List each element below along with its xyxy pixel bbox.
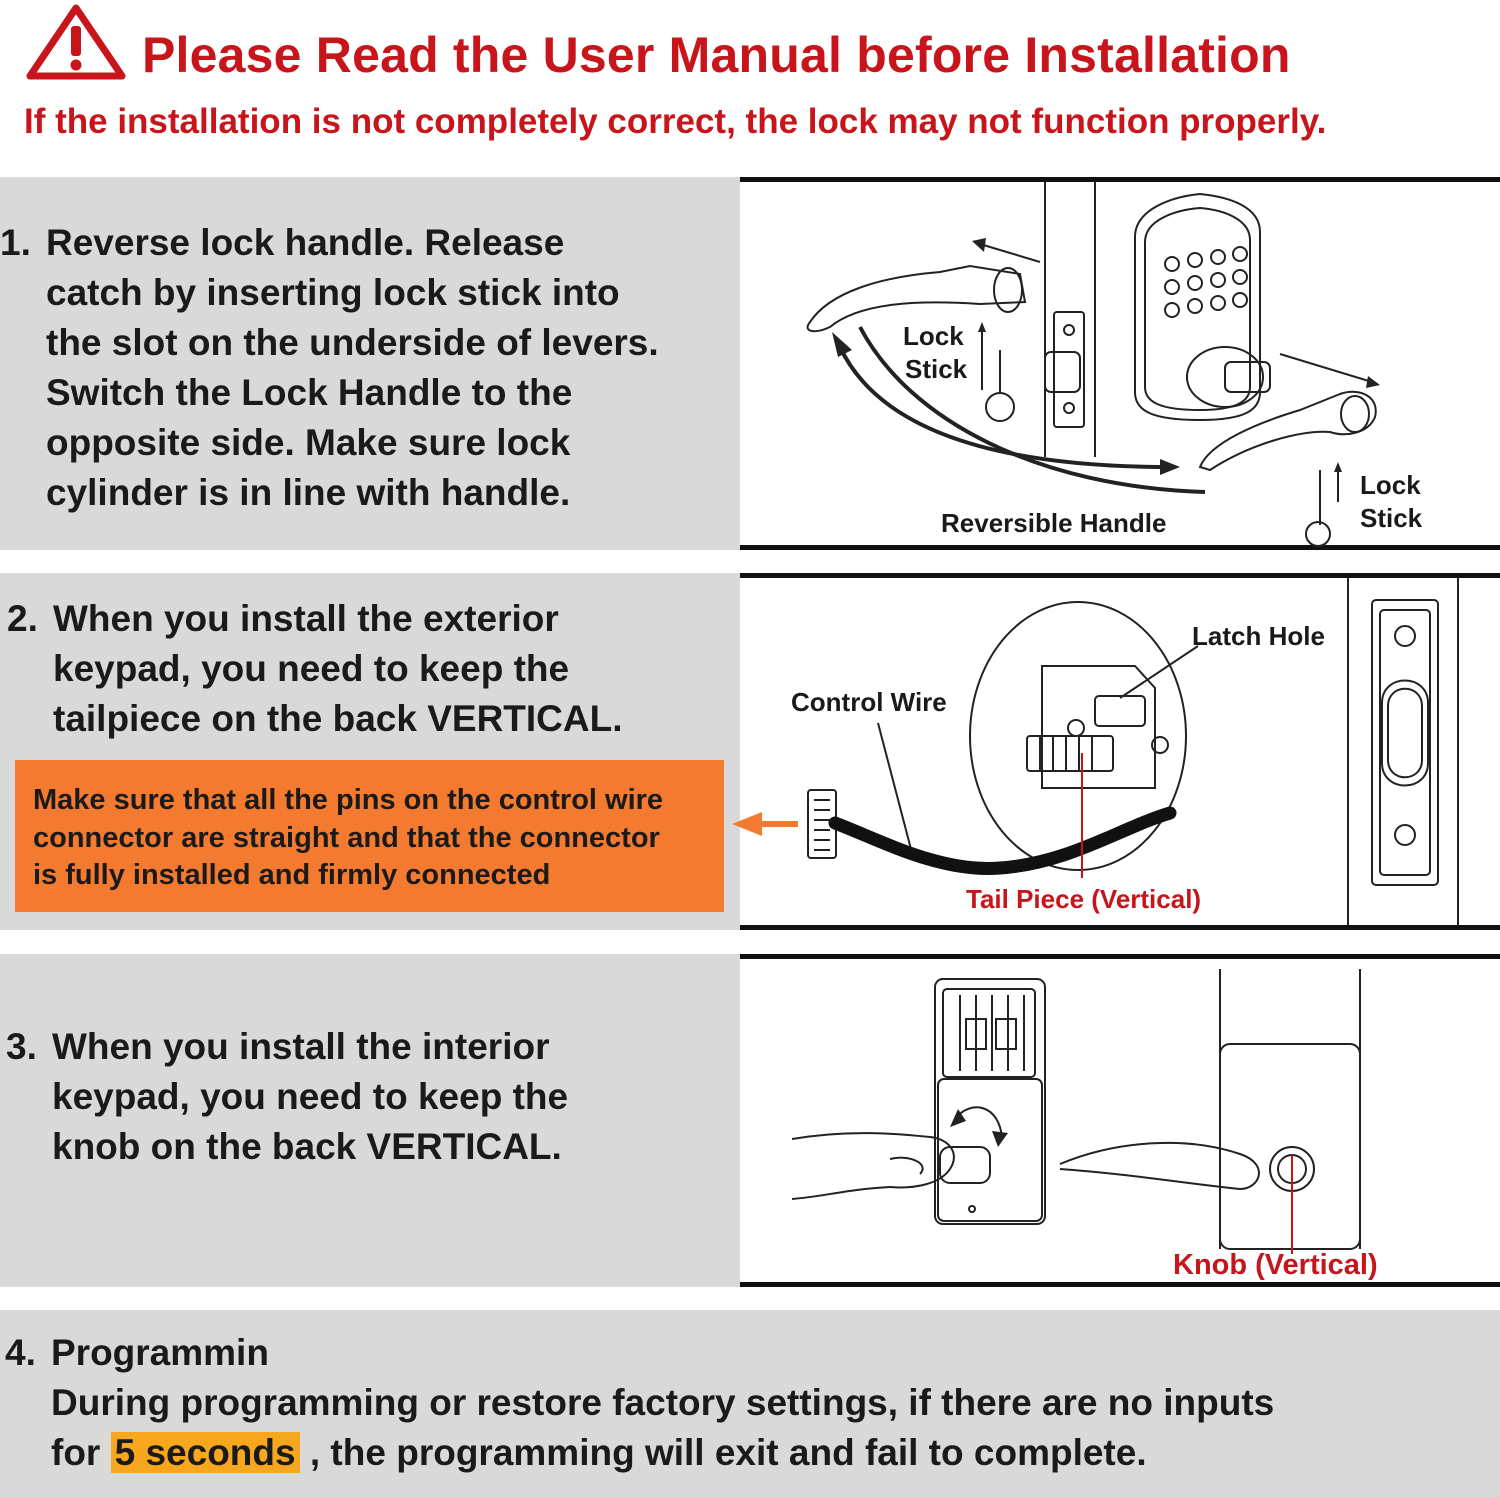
step2-instructions: 2. When you install the exterior keypad,… bbox=[7, 594, 623, 744]
step1-line: Switch the Lock Handle to the bbox=[46, 372, 573, 413]
step4-line-suffix: , the programming will exit and fail to … bbox=[309, 1432, 1147, 1473]
callout-line: is fully installed and firmly connected bbox=[33, 859, 551, 891]
callout-line: connector are straight and that the conn… bbox=[33, 821, 660, 854]
reversible-handle-label: Reversible Handle bbox=[941, 508, 1166, 538]
step4-line: for 5 seconds , the programming will exi… bbox=[51, 1428, 1274, 1478]
step4-line-prefix: for bbox=[51, 1432, 101, 1473]
step2-diagram-panel: Control Wire Latch Hole Tail Piece (Vert… bbox=[732, 573, 1500, 930]
timeout-highlight: 5 seconds bbox=[110, 1432, 300, 1473]
step1-line: Reverse lock handle. Release bbox=[46, 222, 565, 263]
page-title: Please Read the User Manual before Insta… bbox=[142, 27, 1291, 83]
step1-line: opposite side. Make sure lock bbox=[46, 422, 571, 463]
lock-stick-label: Lock bbox=[903, 321, 964, 351]
step1-line: the slot on the underside of levers. bbox=[46, 322, 659, 363]
step3-line: When you install the interior bbox=[52, 1026, 550, 1067]
warning-triangle-icon bbox=[26, 4, 126, 80]
latch-hole-label: Latch Hole bbox=[1192, 621, 1325, 651]
step2-number: 2. bbox=[7, 598, 38, 639]
tail-piece-label: Tail Piece (Vertical) bbox=[966, 884, 1201, 914]
connector-warning-callout: Make sure that all the pins on the contr… bbox=[15, 760, 724, 912]
step2-line: keypad, you need to keep the bbox=[53, 648, 570, 689]
step1-text-panel bbox=[0, 177, 740, 550]
step1-number: 1. bbox=[0, 222, 31, 263]
step3-line: knob on the back VERTICAL. bbox=[52, 1126, 562, 1167]
lock-stick-label: Lock bbox=[1360, 470, 1421, 500]
control-wire-label: Control Wire bbox=[791, 687, 947, 717]
step4-instructions: 4. Programmin During programming or rest… bbox=[5, 1328, 1275, 1478]
step3-number: 3. bbox=[6, 1026, 37, 1067]
lock-stick-label: Stick bbox=[905, 354, 968, 384]
step4-line: During programming or restore factory se… bbox=[51, 1382, 1275, 1423]
step4-number: 4. bbox=[5, 1332, 36, 1373]
step3-text-panel bbox=[0, 954, 740, 1287]
callout-line: Make sure that all the pins on the contr… bbox=[33, 784, 664, 816]
step2-line: When you install the exterior bbox=[53, 598, 559, 639]
lock-stick-label: Stick bbox=[1360, 503, 1423, 533]
interior-knob-diagram: Knob (Vertical) bbox=[791, 969, 1378, 1281]
page-subtitle: If the installation is not completely co… bbox=[24, 102, 1327, 141]
tailpiece-diagram: Control Wire Latch Hole Tail Piece (Vert… bbox=[732, 578, 1459, 925]
step1-diagram-panel: Lock Stick Lock Stick Reversible Handle bbox=[740, 177, 1500, 550]
step2-line: tailpiece on the back VERTICAL. bbox=[53, 698, 623, 739]
step3-diagram-panel: Knob (Vertical) bbox=[740, 954, 1500, 1287]
knob-label: Knob (Vertical) bbox=[1173, 1249, 1378, 1281]
step3-line: keypad, you need to keep the bbox=[52, 1076, 569, 1117]
step4-heading: Programmin bbox=[51, 1332, 269, 1373]
reversible-handle-diagram: Lock Stick Lock Stick Reversible Handle bbox=[806, 182, 1423, 547]
step1-instructions: 1. Reverse lock handle. Release catch by… bbox=[0, 218, 659, 518]
step1-line: cylinder is in line with handle. bbox=[46, 472, 571, 513]
step1-line: catch by inserting lock stick into bbox=[46, 272, 620, 313]
step3-instructions: 3. When you install the interior keypad,… bbox=[6, 1022, 569, 1172]
